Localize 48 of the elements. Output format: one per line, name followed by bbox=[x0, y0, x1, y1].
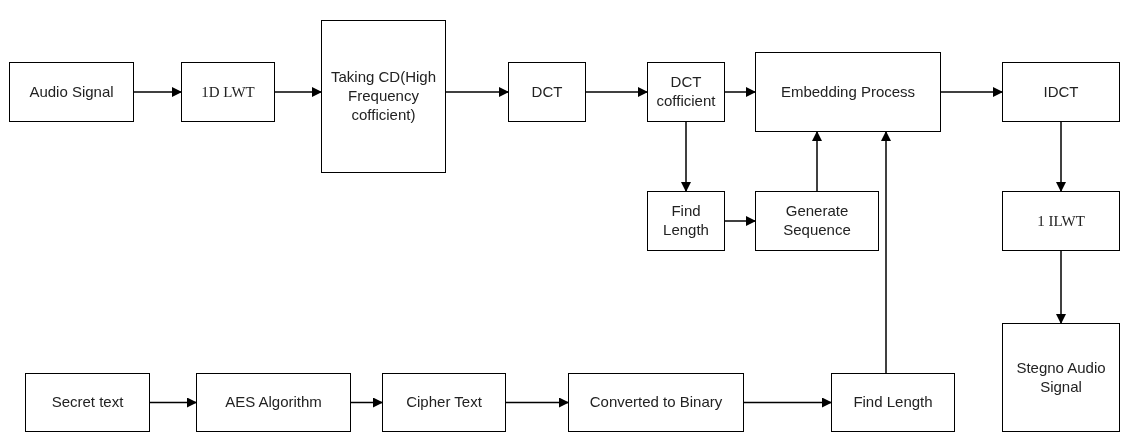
process-box bbox=[647, 191, 725, 251]
process-box bbox=[831, 373, 955, 432]
arrow bbox=[940, 87, 1003, 97]
box-label: AES Algorithm bbox=[225, 393, 322, 412]
process-box bbox=[1002, 191, 1120, 251]
box-label: Audio Signal bbox=[29, 82, 114, 102]
process-box bbox=[1002, 62, 1120, 122]
arrow bbox=[133, 87, 182, 97]
arrow bbox=[724, 87, 756, 97]
box-label: Stegno Audio Signal bbox=[1015, 358, 1107, 397]
box-label: Find Length bbox=[662, 202, 710, 240]
arrow bbox=[812, 131, 822, 192]
arrow bbox=[881, 131, 891, 374]
process-box bbox=[647, 62, 725, 122]
box-label: 1D LWT bbox=[201, 82, 255, 102]
process-box bbox=[1002, 323, 1120, 432]
box-label: Converted to Binary bbox=[589, 393, 723, 412]
arrow bbox=[681, 121, 691, 192]
process-box bbox=[196, 373, 351, 432]
process-box bbox=[181, 62, 275, 122]
arrow bbox=[149, 397, 197, 408]
process-box bbox=[568, 373, 744, 432]
box-label: Generate Sequence bbox=[782, 202, 852, 240]
box-label: Taking CD(High Frequency cofficient) bbox=[329, 68, 437, 125]
process-box bbox=[25, 373, 150, 432]
box-label: Embedding Process bbox=[780, 82, 916, 102]
box-label: DCT bbox=[531, 82, 563, 102]
arrow bbox=[585, 87, 648, 97]
arrow bbox=[724, 216, 756, 226]
arrow bbox=[743, 397, 832, 408]
box-label: 1 ILWT bbox=[1037, 211, 1085, 231]
process-box bbox=[9, 62, 134, 122]
process-box bbox=[508, 62, 586, 122]
arrow bbox=[505, 397, 569, 408]
box-label: Find Length bbox=[853, 393, 933, 412]
process-box bbox=[755, 52, 941, 132]
arrow bbox=[445, 87, 509, 97]
process-box bbox=[382, 373, 506, 432]
box-label: IDCT bbox=[1043, 82, 1079, 102]
arrow bbox=[1056, 250, 1066, 324]
arrow bbox=[274, 87, 322, 97]
box-label: DCT cofficient bbox=[655, 73, 717, 111]
box-label: Secret text bbox=[51, 393, 124, 412]
process-box bbox=[321, 20, 446, 173]
arrow bbox=[350, 397, 383, 408]
arrow bbox=[1056, 121, 1066, 192]
box-label: Cipher Text bbox=[406, 393, 482, 412]
process-box bbox=[755, 191, 879, 251]
